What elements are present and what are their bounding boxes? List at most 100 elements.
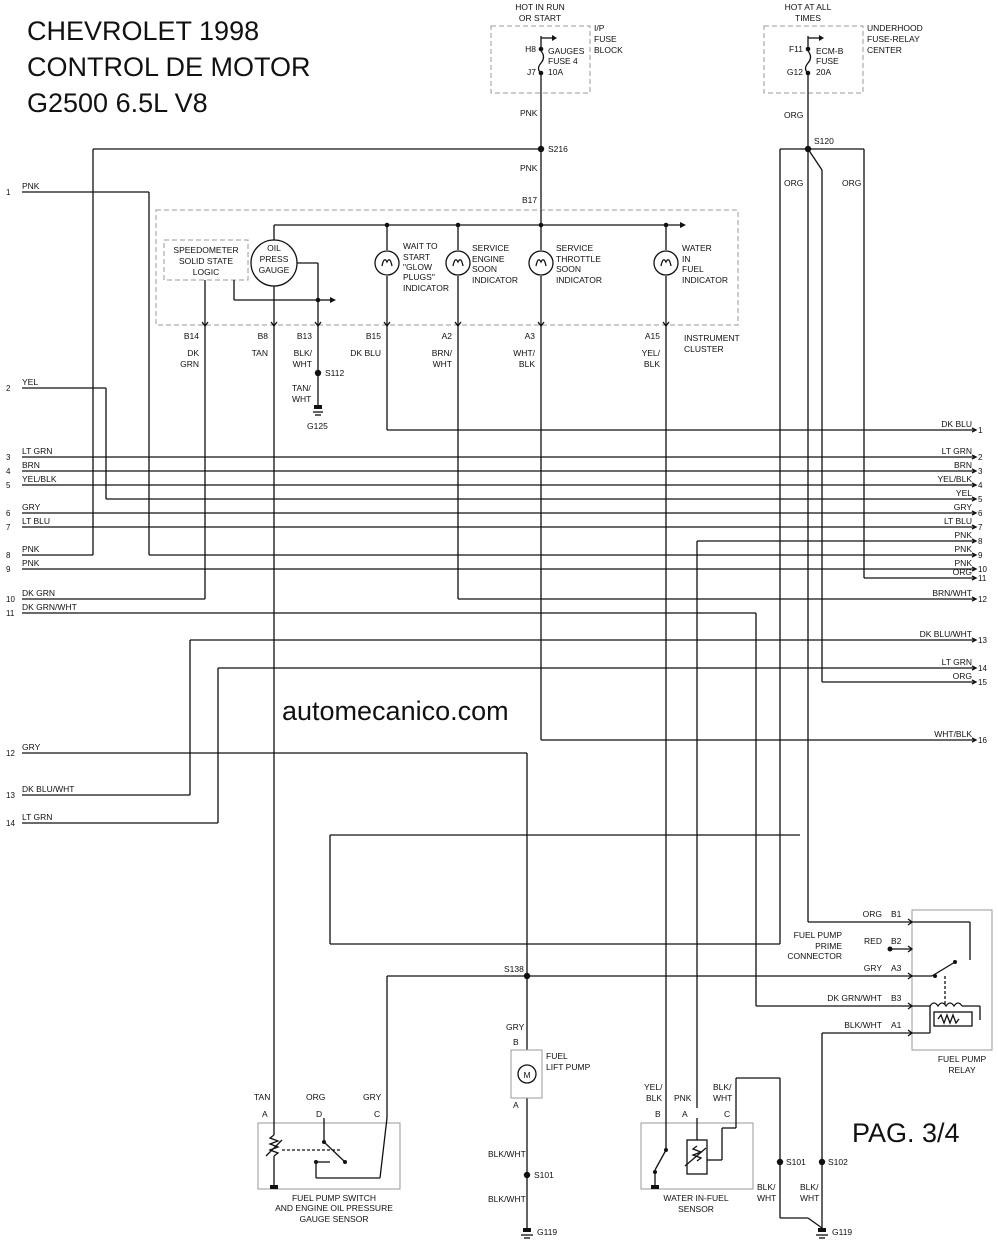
cluster-label-1: INSTRUMENT [684,333,740,343]
relay-pin-label: B3 [891,993,902,1003]
prime-label-1: FUEL PUMP [794,930,843,940]
splice-s101-sensor: S101 [786,1157,806,1167]
title-line-1: CHEVROLET 1998 [27,16,259,46]
wait-label-5: INDICATOR [403,283,449,293]
wire-org-left: ORG [784,178,803,188]
right-pin-number: 8 [978,537,983,546]
oil-gauge-label-3: GAUGE [259,265,290,275]
right-wire-color: GRY [954,502,973,512]
pump-pin-b: B [513,1037,519,1047]
right-pin-number: 14 [978,664,987,673]
cluster-pin-label: B14 [184,331,199,341]
ip-fuse-block-box [490,25,591,94]
ip-hot-label-2: OR START [519,13,561,23]
cluster-pin-terminal-icon [537,321,545,328]
wait-label-4: PLUGS" [403,272,435,282]
fuel-pump-relay: FUEL PUMP RELAY [911,909,993,1075]
oil-gauge-label-1: OIL [267,243,281,253]
wif-sensor-label-2: SENSOR [678,1204,714,1214]
wif-ground-wire-2a: BLK/ [800,1182,819,1192]
left-pin-number: 6 [6,509,11,518]
left-wire-color: GRY [22,502,41,512]
uh-fuse-name-1: ECM-B [816,46,844,56]
wif-wire-a: PNK [674,1093,692,1103]
wire-tan-wht: TAN/ [292,383,311,393]
relay-pin-label: A3 [891,963,902,973]
relay-wire-color: BLK/WHT [844,1020,882,1030]
wif-pin-b: B [655,1109,661,1119]
fuel-pump-switch: TAN ORG GRY A D C FUEL PUMP SWITCH AND E… [254,1092,401,1224]
uh-block-label-3: CENTER [867,45,902,55]
wait-label-1: WAIT TO [403,241,438,251]
splice-s216: S216 [548,144,568,154]
ground-g119-pump-icon [521,1228,533,1239]
relay-label-2: RELAY [948,1065,976,1075]
splice-s102: S102 [828,1157,848,1167]
ip-fuse-name-1: GAUGES [548,46,585,56]
right-connector-terminal-icon [971,482,978,488]
cluster-pin-color-2: BLK [644,359,660,369]
ses-label-4: INDICATOR [472,275,518,285]
wif-wire-b-2: BLK [646,1093,662,1103]
left-pin-number: 8 [6,551,11,560]
wire-tan-wht-2: WHT [292,394,311,404]
title-line-3: G2500 6.5L V8 [27,88,208,118]
oil-switch-wire-d: ORG [306,1092,325,1102]
left-wire-color: BRN [22,460,40,470]
wif-pin-c: C [724,1109,730,1119]
right-connector-terminal-icon [971,737,978,743]
left-pin-number: 5 [6,481,11,490]
left-wire-color: DK GRN/WHT [22,602,77,612]
ip-fuse-block: HOT IN RUN OR START I/P FUSE BLOCK H8 J7… [490,2,623,94]
ses-label-3: SOON [472,264,497,274]
left-wire-color: LT GRN [22,812,52,822]
prime-label-2: PRIME [815,941,842,951]
right-pin-number: 5 [978,495,983,504]
right-pin-number: 13 [978,636,987,645]
prime-label-3: CONNECTOR [787,951,842,961]
pump-wire-top: GRY [506,1022,525,1032]
left-pin-number: 1 [6,188,11,197]
relay-label-1: FUEL PUMP [938,1054,987,1064]
sts-label-4: INDICATOR [556,275,602,285]
cluster-pin-terminal-icon [383,321,391,328]
wif-label-3: FUEL [682,264,704,274]
pump-pin-a: A [513,1100,519,1110]
splice-s138: S138 [504,964,524,974]
right-connector-terminal-icon [971,575,978,581]
cluster-pin-color-1: WHT/ [513,348,535,358]
oil-switch-wire-c: GRY [363,1092,382,1102]
sts-label-1: SERVICE [556,243,593,253]
right-connector-terminal-icon [971,596,978,602]
left-wire-color: YEL [22,377,38,387]
oil-switch-label-2: AND ENGINE OIL PRESSURE [275,1203,393,1213]
ip-fuse-name-2: FUSE 4 [548,56,578,66]
cluster-label-2: CLUSTER [684,344,724,354]
right-pin-number: 4 [978,481,983,490]
uh-pin-bottom: G12 [787,67,803,77]
right-wire-color: BRN/WHT [932,588,972,598]
right-pin-number: 16 [978,736,987,745]
right-connector-terminal-icon [971,665,978,671]
cluster-pin-label: A15 [645,331,660,341]
speedo-label-1: SPEEDOMETER [173,245,238,255]
splice-dots [314,145,893,1179]
right-pin-number: 1 [978,426,983,435]
ip-hot-label: HOT IN RUN [515,2,564,12]
ip-pin-top: H8 [525,44,536,54]
right-connector-terminal-icon [971,637,978,643]
left-wire-color: DK GRN [22,588,55,598]
left-wire-color: PNK [22,558,40,568]
instrument-cluster-box [155,209,739,326]
wif-label-1: WATER [682,243,712,253]
ip-fuse-name-3: 10A [548,67,563,77]
oil-gauge-label-2: PRESS [260,254,289,264]
left-pin-number: 7 [6,523,11,532]
service-engine-soon-bulb-icon [445,250,471,276]
fuel-pump-relay-box [911,909,993,1051]
uh-block-label-2: FUSE-RELAY [867,34,920,44]
cluster-pin-color-1: DK BLU [350,348,381,358]
left-wire-color: LT BLU [22,516,50,526]
right-pin-number: 9 [978,551,983,560]
